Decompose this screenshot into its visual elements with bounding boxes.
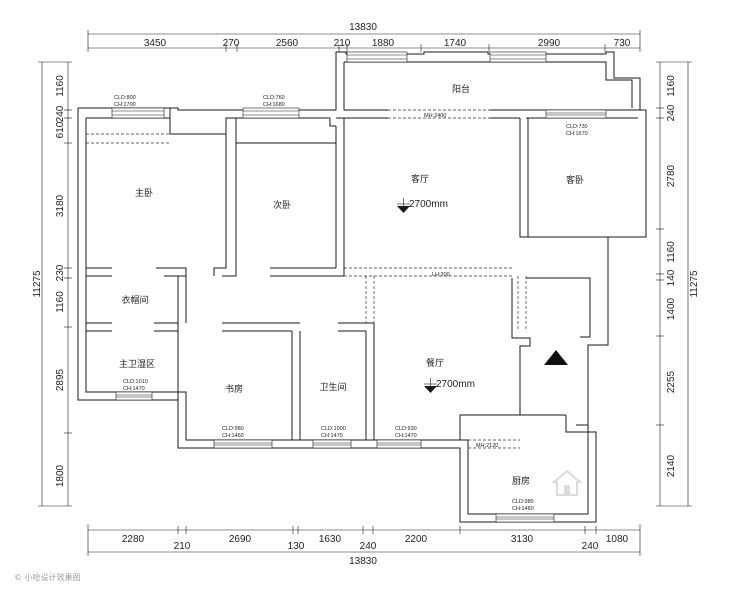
top-dim-6: 1740: [444, 38, 467, 49]
right-dim-3: 2780: [666, 164, 677, 187]
beam-label-living: LH:300: [432, 272, 450, 278]
windows: [111, 51, 607, 523]
right-dim-8: 2140: [666, 454, 677, 477]
room-label-second: 次卧: [273, 199, 291, 211]
top-dim-3: 2560: [276, 38, 299, 49]
window-ch-second: CH:1680: [263, 102, 285, 108]
top-dim-4: 210: [334, 38, 351, 49]
room-label-study: 书房: [225, 383, 243, 395]
window-cld-kitchen: CLD:980: [512, 499, 534, 505]
right-dim-7: 2255: [666, 370, 677, 393]
bottom-dim-6: 240: [360, 541, 377, 552]
room-label-living: 客厅: [411, 173, 429, 185]
entrance-arrow-icon: [544, 350, 568, 365]
bottom-dim-3: 2690: [229, 534, 252, 545]
left-dim-3: 610: [55, 121, 66, 138]
room-label-master: 主卧: [135, 187, 153, 199]
window-cld-second: CLD:760: [263, 95, 285, 101]
bottom-dim-8: 3130: [511, 534, 534, 545]
left-dim-5: 230: [55, 264, 66, 281]
right-total-dimension: 11275: [689, 270, 700, 298]
beam-label-balcony: MH:2400: [424, 113, 446, 119]
top-total-dimension: 13830: [349, 22, 377, 33]
right-dim-1: 1160: [666, 75, 677, 97]
top-dimension-chain: 13830 3450 270 2560 210 1880 1740 2990 7…: [87, 22, 641, 52]
right-dim-2: 240: [666, 104, 677, 121]
elevation-triangle-icon: [397, 206, 410, 213]
right-dim-6: 1400: [666, 297, 677, 320]
window-cld-master: CLD:800: [114, 95, 136, 101]
window-cld-bath: CLD:1000: [321, 426, 346, 432]
beam-lines: [86, 109, 527, 449]
room-label-kitchen: 厨房: [512, 475, 530, 487]
elevation-living: 2700mm: [409, 199, 448, 210]
bottom-dimension-chain: 2280 210 2690 130 1630 240 2200 3130 240…: [87, 524, 641, 567]
elevation-dining: 2700mm: [436, 379, 475, 390]
bottom-dim-7: 2200: [405, 534, 428, 545]
elevation-triangle-icon: [424, 386, 437, 393]
window-ch-kitchen: CH:1460: [512, 506, 534, 512]
left-dim-8: 1800: [55, 464, 66, 487]
window-ch-study: CH:1460: [222, 433, 244, 439]
watermark: © 小哈设计效果图: [14, 573, 81, 582]
beam-label-kitchen: MH:2120: [476, 443, 498, 449]
left-total-dimension: 11275: [32, 270, 43, 298]
bottom-dim-1: 2280: [122, 534, 145, 545]
top-dim-1: 3450: [144, 38, 167, 49]
room-label-master-bath: 主卫湿区: [119, 358, 155, 370]
left-dim-2: 240: [55, 105, 66, 122]
room-label-guest: 客卧: [566, 174, 584, 186]
window-cld-guest: CLD:730: [566, 124, 588, 130]
window-ch-bath: CH:1470: [321, 433, 343, 439]
top-dim-7: 2990: [538, 38, 561, 49]
bottom-dim-10: 1080: [606, 534, 629, 545]
house-logo-icon: [552, 469, 582, 496]
window-cld-study: CLD:980: [222, 426, 244, 432]
right-dimension-chain: 1160 240 2780 1160 140 1400 2255 2140 11…: [656, 61, 700, 507]
left-dim-4: 3180: [55, 194, 66, 217]
room-label-closet: 衣帽间: [121, 294, 148, 306]
window-ch-master: CH:1700: [114, 102, 136, 108]
top-dim-8: 730: [614, 38, 631, 49]
left-dim-1: 1160: [55, 75, 66, 97]
walls: [77, 51, 647, 523]
top-dim-5: 1880: [372, 38, 395, 49]
bottom-dim-5: 1630: [319, 534, 342, 545]
window-ch-master-bath: CH:1470: [123, 386, 145, 392]
bottom-dim-2: 210: [174, 541, 191, 552]
right-dim-4: 1160: [666, 241, 677, 263]
bottom-dim-9: 240: [582, 541, 599, 552]
bottom-dim-4: 130: [288, 541, 305, 552]
left-dim-7: 2895: [55, 368, 66, 391]
window-ch-guest: CH:1670: [566, 131, 588, 137]
elevation-marker-dining: 2700mm: [424, 378, 475, 393]
left-dim-6: 1160: [55, 291, 66, 313]
room-label-balcony: 阳台: [452, 83, 470, 95]
left-dimension-chain: 11275 1160 240 610 3180 230 1160 2895 18…: [32, 61, 72, 507]
window-ch-dining: CH:1470: [395, 433, 417, 439]
elevation-marker-living: 2700mm: [397, 198, 448, 213]
right-dim-5: 140: [666, 269, 677, 286]
bottom-total-dimension: 13830: [349, 556, 377, 567]
room-label-bath: 卫生间: [319, 381, 346, 393]
window-cld-master-bath: CLD:1010: [123, 379, 148, 385]
top-dim-2: 270: [223, 38, 240, 49]
room-label-dining: 餐厅: [426, 357, 444, 369]
window-cld-dining: CLD:930: [395, 426, 417, 432]
